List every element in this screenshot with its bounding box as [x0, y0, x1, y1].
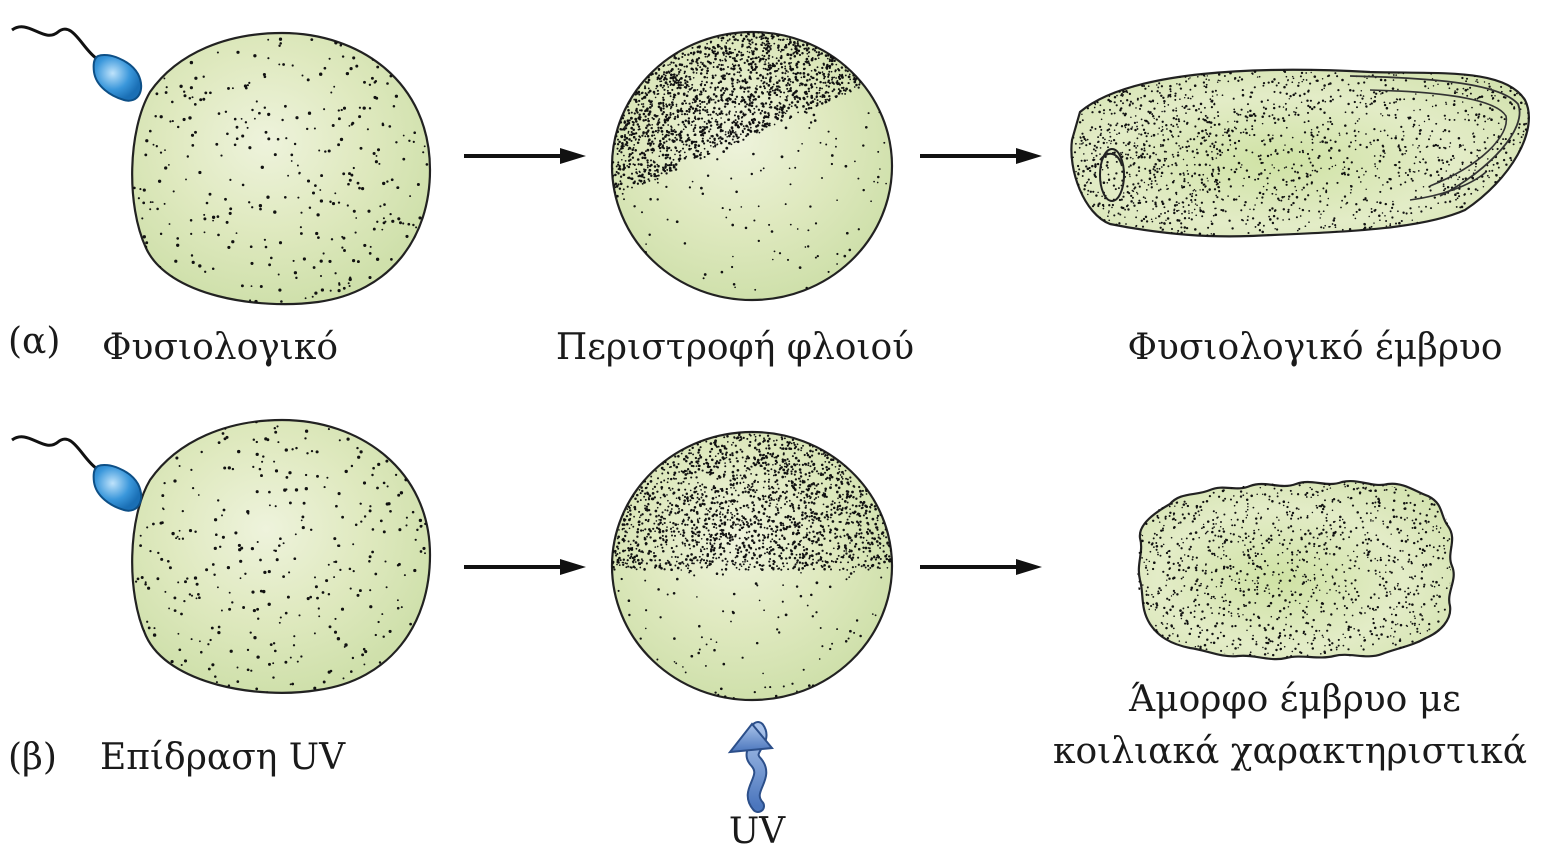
uv-arrow — [730, 724, 772, 806]
row-b-no-rotation-egg — [609, 429, 897, 702]
row-a-normal-embryo — [1065, 63, 1533, 241]
row-b-amorphous-embryo — [1133, 477, 1461, 665]
row-b-caption-right-line1: Άμορφο έμβρυο με — [1070, 680, 1520, 720]
row-a-caption-right: Φυσιολογικό έμβρυο — [1120, 328, 1510, 368]
row-b-sperm — [12, 437, 141, 511]
row-a-arrow-2 — [920, 148, 1042, 164]
row-b-arrow-2 — [920, 559, 1042, 575]
row-a-caption-left: Φυσιολογικό — [102, 328, 338, 368]
row-a-normal-egg — [129, 29, 432, 310]
uv-label: UV — [712, 812, 802, 852]
row-a-caption-middle: Περιστροφή φλοιού — [555, 328, 915, 368]
row-a-arrow-1 — [464, 148, 586, 164]
row-b-arrow-1 — [464, 559, 586, 575]
row-b-uv-egg — [130, 416, 431, 700]
row-a-tag: (α) — [8, 322, 60, 362]
row-b-tag: (β) — [8, 738, 57, 778]
row-b-caption-left: Επίδραση UV — [100, 738, 345, 778]
row-a-sperm — [12, 27, 141, 101]
row-a-cortical-rotation-egg — [609, 29, 896, 303]
row-b-caption-right-line2: κοιλιακά χαρακτηριστικά — [1050, 732, 1530, 772]
